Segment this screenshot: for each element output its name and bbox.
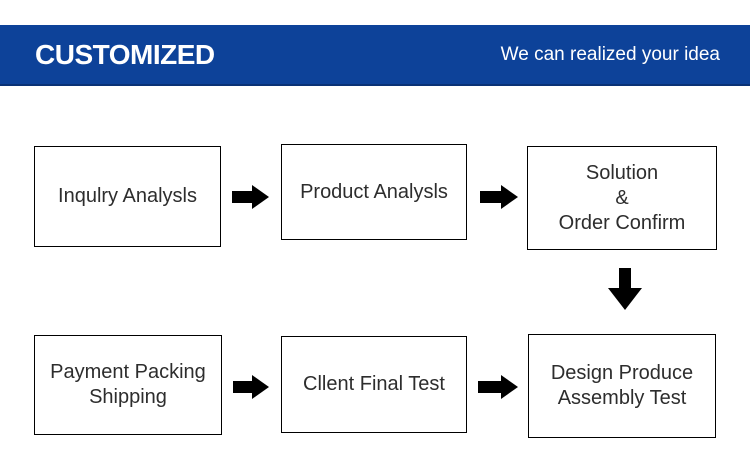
step-label-line: Shipping: [89, 386, 167, 408]
flow-step-client-final-test: Cllent Final Test: [281, 336, 467, 433]
page-title: CUSTOMIZED: [35, 38, 215, 70]
arrow-down-icon: [608, 268, 642, 310]
header-banner: CUSTOMIZED We can realized your idea: [0, 25, 750, 86]
step-label-line: &: [615, 186, 629, 209]
step-label-line: Payment Packing: [50, 361, 206, 383]
flow-step-design-produce-assembly-test: Design Produce Assembly Test: [528, 334, 716, 438]
arrow-right-icon: [478, 375, 518, 399]
step-label-line: Design Produce: [550, 362, 694, 384]
step-label: Product Analysls: [300, 180, 448, 203]
step-label: Inqulry Analysls: [58, 185, 197, 207]
step-label-line: Solution: [585, 161, 659, 184]
arrow-right-icon: [232, 185, 269, 209]
flow-step-product-analysis: Product Analysls: [281, 144, 467, 240]
flow-step-solution-order-confirm: Solution & Order Confirm: [527, 146, 717, 250]
step-label-line: Order Confirm: [558, 211, 686, 234]
arrow-right-icon: [233, 375, 269, 399]
header-tagline: We can realized your idea: [500, 44, 720, 65]
step-label-line: Assembly Test: [557, 387, 687, 409]
arrow-right-icon: [480, 185, 518, 209]
flow-step-payment-packing-shipping: Payment Packing Shipping: [34, 335, 222, 435]
flow-step-inquiry-analysis: Inqulry Analysls: [34, 146, 221, 247]
step-label: Cllent Final Test: [303, 373, 445, 395]
